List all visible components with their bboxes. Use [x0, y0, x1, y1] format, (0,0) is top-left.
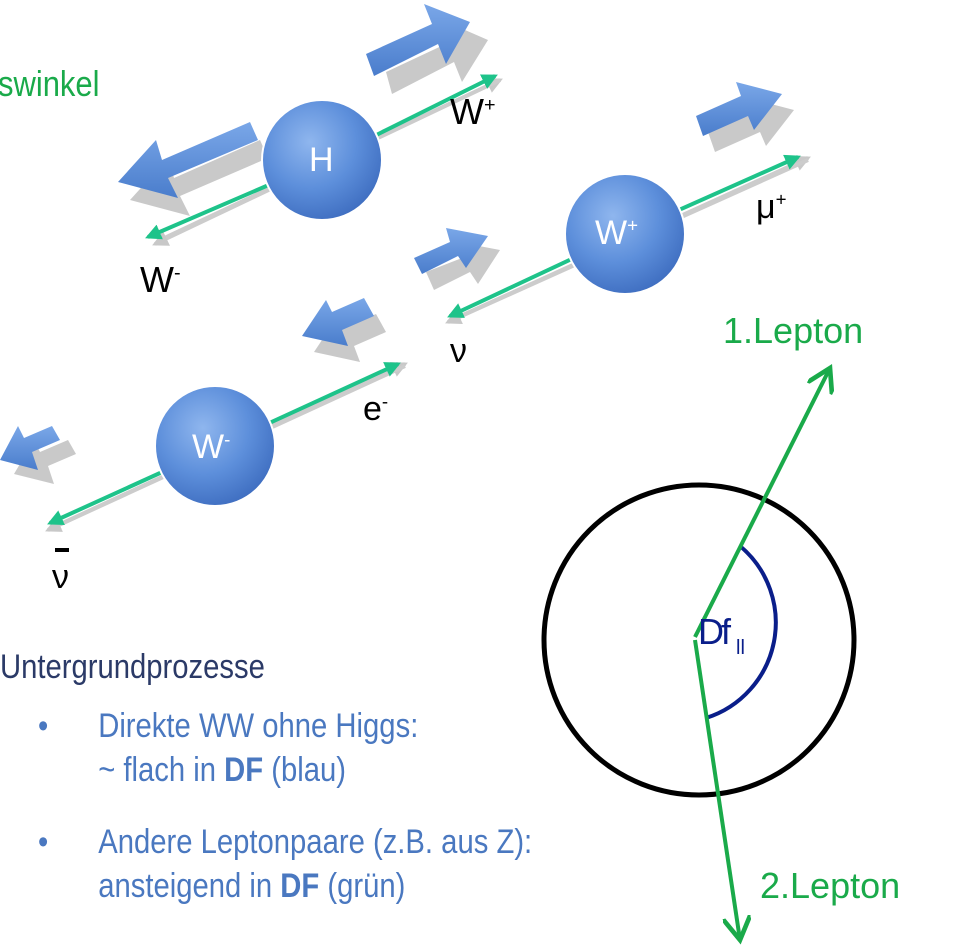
nu-bar-momentum-arrow-icon [0, 426, 76, 484]
higgs-label: H [309, 143, 334, 177]
delta-phi-symbol: Df [698, 611, 731, 652]
w-minus-ball-symbol: W [192, 428, 225, 466]
nu-bar-overline [55, 548, 69, 552]
bullet1-line2-pre: ~ flach in [98, 751, 225, 789]
delta-phi-subscript: ll [736, 637, 745, 659]
w-minus-symbol: W [140, 259, 174, 300]
mu-charge: + [775, 188, 787, 210]
w-plus-momentum-arrow-icon [366, 4, 488, 94]
nu-bar-label: ν [52, 558, 69, 596]
bullet1-line2-symbol: DF [224, 751, 264, 789]
w-minus-charge: - [173, 262, 181, 284]
w-plus-decay [414, 82, 811, 325]
electron-charge: - [381, 390, 389, 412]
nu-momentum-arrow-icon [414, 228, 500, 290]
mu-momentum-arrow-icon [696, 82, 794, 152]
w-plus-symbol: W [450, 91, 484, 132]
mu-label: μ+ [756, 190, 787, 224]
w-plus-label: W+ [450, 94, 496, 130]
bullet1-line2-post: (blau) [263, 751, 347, 789]
w-plus-ball [564, 173, 686, 295]
w-minus-label: W- [140, 262, 181, 298]
background-heading: Untergrundprozesse [0, 648, 265, 686]
w-plus-ball-symbol: W [595, 214, 628, 252]
electron-label: e- [363, 392, 388, 426]
lepton-angle-diagram [541, 368, 857, 940]
bullet2-line2-post: (grün) [319, 867, 406, 905]
w-plus-ball-charge: + [627, 214, 639, 236]
higgs-decay [118, 4, 503, 246]
lepton1-vector [693, 368, 830, 638]
electron-momentum-arrow-icon [302, 298, 386, 362]
w-minus-momentum-arrow-icon [118, 122, 268, 216]
bullet-dot: • [38, 823, 49, 861]
lepton1-label: 1.Lepton [723, 310, 864, 351]
bullet2-line1: Andere Leptonpaare (z.B. aus Z): [98, 823, 533, 861]
nu-label: ν [450, 332, 467, 370]
slide-title-fragment: swinkel [0, 63, 100, 104]
w-plus-ball-label: W+ [595, 216, 638, 250]
higgs-symbol: H [309, 141, 334, 179]
bullet-dot: • [38, 707, 49, 745]
lepton2-vector [693, 639, 740, 940]
w-minus-decay [0, 298, 408, 532]
mu-symbol: μ [756, 188, 776, 226]
bullet2-line2-pre: ansteigend in [98, 867, 281, 905]
higgs-ball [261, 99, 383, 221]
bullet1-line1: Direkte WW ohne Higgs: [98, 707, 419, 745]
bullet2-line2-symbol: DF [280, 867, 320, 905]
lepton2-label: 2.Lepton [760, 865, 901, 906]
bullet2-line2: ansteigend in DF (grün) [98, 864, 405, 908]
w-plus-charge: + [483, 94, 496, 116]
electron-symbol: e [363, 390, 382, 428]
angle-arc [705, 544, 778, 720]
bullet1-line2: ~ flach in DF (blau) [98, 748, 346, 792]
w-minus-ball-charge: - [224, 428, 231, 450]
w-minus-ball [154, 385, 276, 507]
detector-circle [541, 482, 857, 798]
w-minus-ball-label: W- [192, 430, 230, 464]
